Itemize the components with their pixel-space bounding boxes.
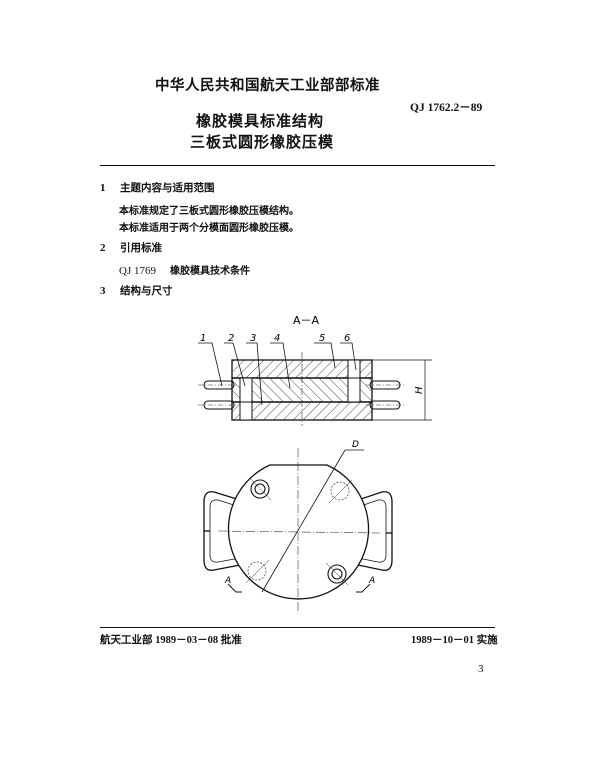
effective-date: 1989－10－01 实施 (411, 635, 498, 646)
footer-rule (100, 627, 495, 628)
section-number: 1 (100, 182, 106, 194)
handle-rods (203, 380, 401, 410)
section-title: 结构与尺寸 (120, 285, 173, 297)
section-view: A－A (198, 314, 432, 426)
diameter-dimension-label: D (352, 440, 359, 450)
section-2-heading: 2 引用标准 (100, 240, 162, 255)
page-number: 3 (478, 663, 484, 675)
section-label: A－A (293, 314, 320, 327)
reference-standard: QJ 1769 橡胶模具技术条件 (119, 262, 250, 277)
guide-pin-right (347, 359, 361, 403)
section-number: 2 (100, 242, 106, 254)
cut-mark-left: A (224, 576, 231, 586)
standard-code: QJ 1762.2－89 (410, 102, 483, 114)
guide-bushings (250, 479, 347, 584)
section-number: 3 (100, 285, 106, 297)
hidden-pins (247, 481, 350, 581)
section-3-heading: 3 结构与尺寸 (100, 283, 173, 298)
document-title-line1: 橡胶模具标准结构 (196, 112, 325, 130)
top-view: D A A (203, 440, 393, 612)
section-1-heading: 1 主题内容与适用范围 (100, 180, 215, 195)
mold-outline (227, 464, 370, 600)
part-number-5: 5 (319, 333, 325, 344)
part-number-1: 1 (200, 333, 206, 344)
approval-date: 航天工业部 1989－03－08 批准 (100, 635, 242, 646)
part-number-6: 6 (344, 333, 350, 344)
document-title-line2: 三板式圆形橡胶压模 (190, 133, 335, 151)
height-dimension-label: H (414, 386, 425, 394)
part-number-4: 4 (274, 333, 280, 344)
part-number-2: 2 (228, 333, 234, 344)
cut-mark-right: A (368, 576, 375, 586)
issuing-organization: 中华人民共和国航天工业部部标准 (155, 78, 380, 94)
part-number-3: 3 (250, 333, 256, 344)
side-handles (203, 491, 393, 571)
reference-name: 橡胶模具技术条件 (169, 266, 250, 277)
guide-pin-left (239, 377, 253, 421)
section-1-paragraph: 本标准适用于两个分模面圆形橡胶压模。 (119, 223, 299, 234)
reference-code: QJ 1769 (119, 265, 156, 277)
header-rule (100, 165, 495, 166)
section-1-paragraph: 本标准规定了三板式圆形橡胶压模结构。 (119, 206, 299, 217)
section-title: 主题内容与适用范围 (120, 182, 215, 194)
section-title: 引用标准 (120, 242, 162, 254)
